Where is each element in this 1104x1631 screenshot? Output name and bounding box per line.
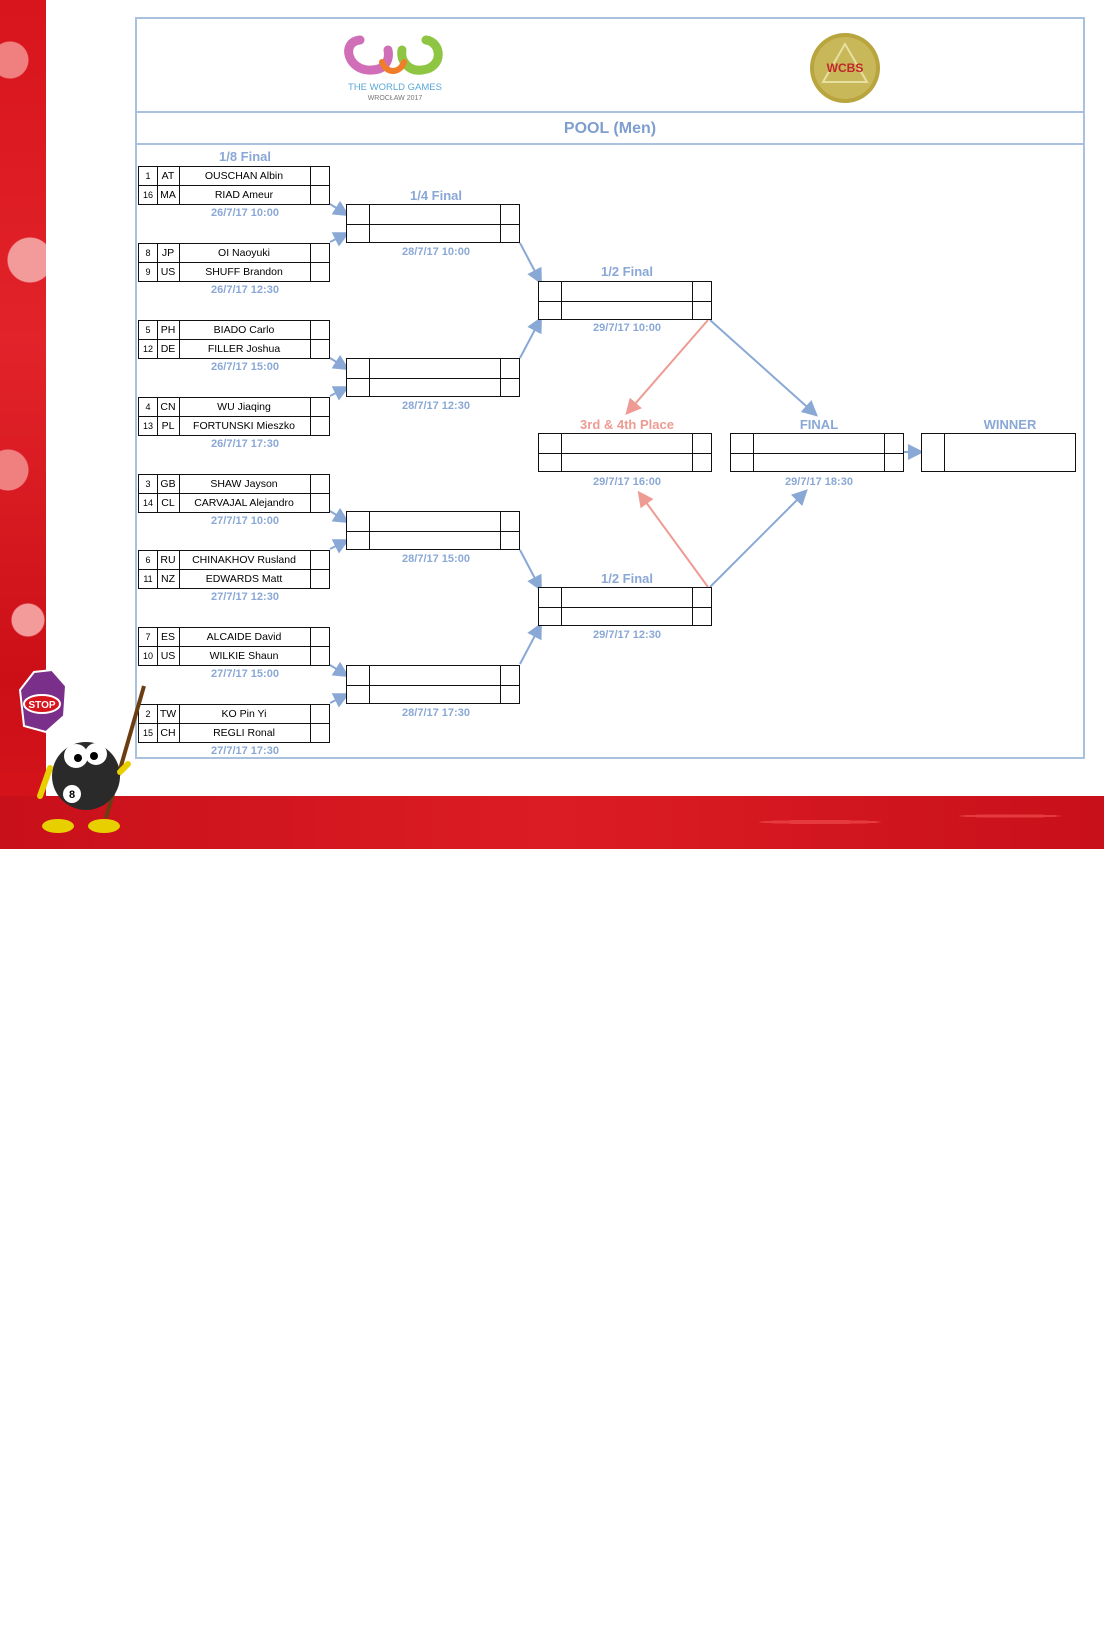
wcbs-logo-text: WCBS xyxy=(827,61,864,75)
match-date: 26/7/17 15:00 xyxy=(211,361,279,373)
match-date: 27/7/17 15:00 xyxy=(211,668,279,680)
match-date: 29/7/17 16:00 xyxy=(593,476,661,488)
round-label-qf: 1/4 Final xyxy=(409,188,463,203)
round-label-third-place: 3rd & 4th Place xyxy=(580,417,674,432)
wcbs-logo: WCBS xyxy=(810,33,880,103)
match-date: 29/7/17 18:30 xyxy=(785,476,853,488)
round-label-winner: WINNER xyxy=(983,417,1037,432)
round-label-final: FINAL xyxy=(799,417,839,432)
match-date: 26/7/17 12:30 xyxy=(211,284,279,296)
bracket-frame xyxy=(135,17,1085,759)
match-box-sf-1 xyxy=(538,281,712,320)
match-date: 26/7/17 10:00 xyxy=(211,207,279,219)
match-box-third-place xyxy=(538,433,712,472)
svg-text:STOP: STOP xyxy=(28,700,55,711)
match-date: 28/7/17 15:00 xyxy=(402,553,470,565)
winner-box xyxy=(921,433,1076,472)
match-box-qf-3 xyxy=(346,511,520,550)
match-date: 28/7/17 17:30 xyxy=(402,707,470,719)
twg-logo-line2: WROCŁAW 2017 xyxy=(368,95,423,102)
match-date: 29/7/17 10:00 xyxy=(593,322,661,334)
bracket-connector-lines xyxy=(329,200,924,708)
round-label-r16: 1/8 Final xyxy=(218,149,272,164)
match-date: 29/7/17 12:30 xyxy=(593,629,661,641)
mascot-illustration: STOP 8 xyxy=(18,668,146,833)
header-logos-area xyxy=(137,19,1083,113)
twg-logo-line1: THE WORLD GAMES xyxy=(348,82,442,93)
match-date: 28/7/17 10:00 xyxy=(402,246,470,258)
slogan-text: Bilard sportem wszystkich xyxy=(152,1596,558,1631)
page-title: POOL (Men) xyxy=(137,113,1083,145)
svg-text:8: 8 xyxy=(69,789,75,801)
world-games-logo: THE WORLD GAMES WROCŁAW 2017 xyxy=(344,35,443,102)
match-date: 26/7/17 17:30 xyxy=(211,438,279,450)
match-box-qf-1 xyxy=(346,204,520,243)
match-box-qf-4 xyxy=(346,665,520,704)
match-date: 27/7/17 17:30 xyxy=(211,745,279,757)
match-date: 27/7/17 12:30 xyxy=(211,591,279,603)
round-label-sf-top: 1/2 Final xyxy=(600,264,654,279)
match-box-sf-2 xyxy=(538,587,712,626)
round-label-sf-bottom: 1/2 Final xyxy=(600,571,654,586)
match-date: 27/7/17 10:00 xyxy=(211,515,279,527)
match-box-qf-2 xyxy=(346,358,520,397)
match-date: 28/7/17 12:30 xyxy=(402,400,470,412)
match-box-final xyxy=(730,433,904,472)
